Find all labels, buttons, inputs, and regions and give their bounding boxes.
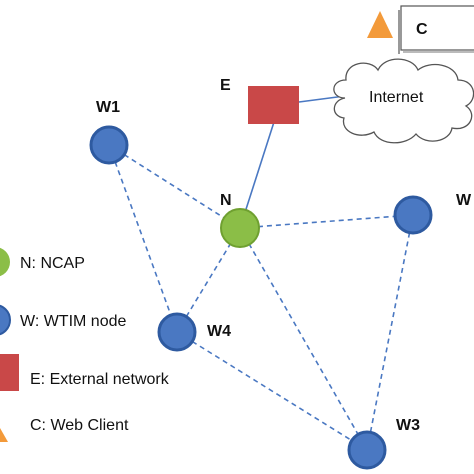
legend-ncap-icon — [0, 247, 10, 277]
client-box: C — [398, 5, 474, 54]
w2-label: W — [456, 192, 472, 209]
link-n-w3 — [239, 227, 368, 451]
link-w4-w3 — [176, 331, 368, 451]
ncap-node-label: N — [220, 192, 232, 209]
wtim-node-w4 — [157, 312, 197, 352]
link-e-internet — [298, 95, 346, 103]
wtim-node-w2 — [393, 195, 433, 235]
legend-external-icon — [0, 354, 19, 391]
external-network-node — [248, 86, 299, 124]
internet-cloud-icon — [333, 58, 474, 144]
w1-label: W1 — [96, 99, 120, 116]
wireless-links — [108, 144, 414, 451]
legend-ncap-label: N: NCAP — [20, 255, 85, 272]
w3-label: W3 — [396, 417, 420, 434]
legend-client-icon — [0, 428, 8, 442]
wtim-node-w3 — [347, 430, 387, 470]
legend-external-label: E: External network — [30, 371, 170, 388]
link-w2-w3 — [366, 214, 414, 451]
link-w1-w4 — [108, 144, 178, 333]
link-w4-n — [176, 227, 241, 333]
w4-label: W4 — [207, 323, 231, 340]
legend-client-label: C: Web Client — [30, 417, 129, 434]
legend-wtim-icon — [0, 304, 11, 336]
client-triangle-icon — [367, 11, 393, 38]
wtim-node-w1 — [89, 125, 129, 165]
internet-label: Internet — [369, 89, 424, 106]
ncap-node — [220, 208, 260, 248]
link-w1-n — [108, 144, 241, 229]
link-n-w2 — [239, 214, 414, 229]
legend-wtim-label: W: WTIM node — [20, 313, 126, 330]
legend: N: NCAP W: WTIM node E: External network… — [0, 247, 170, 442]
external-node-label: E — [220, 77, 231, 94]
client-label: C — [416, 21, 428, 38]
